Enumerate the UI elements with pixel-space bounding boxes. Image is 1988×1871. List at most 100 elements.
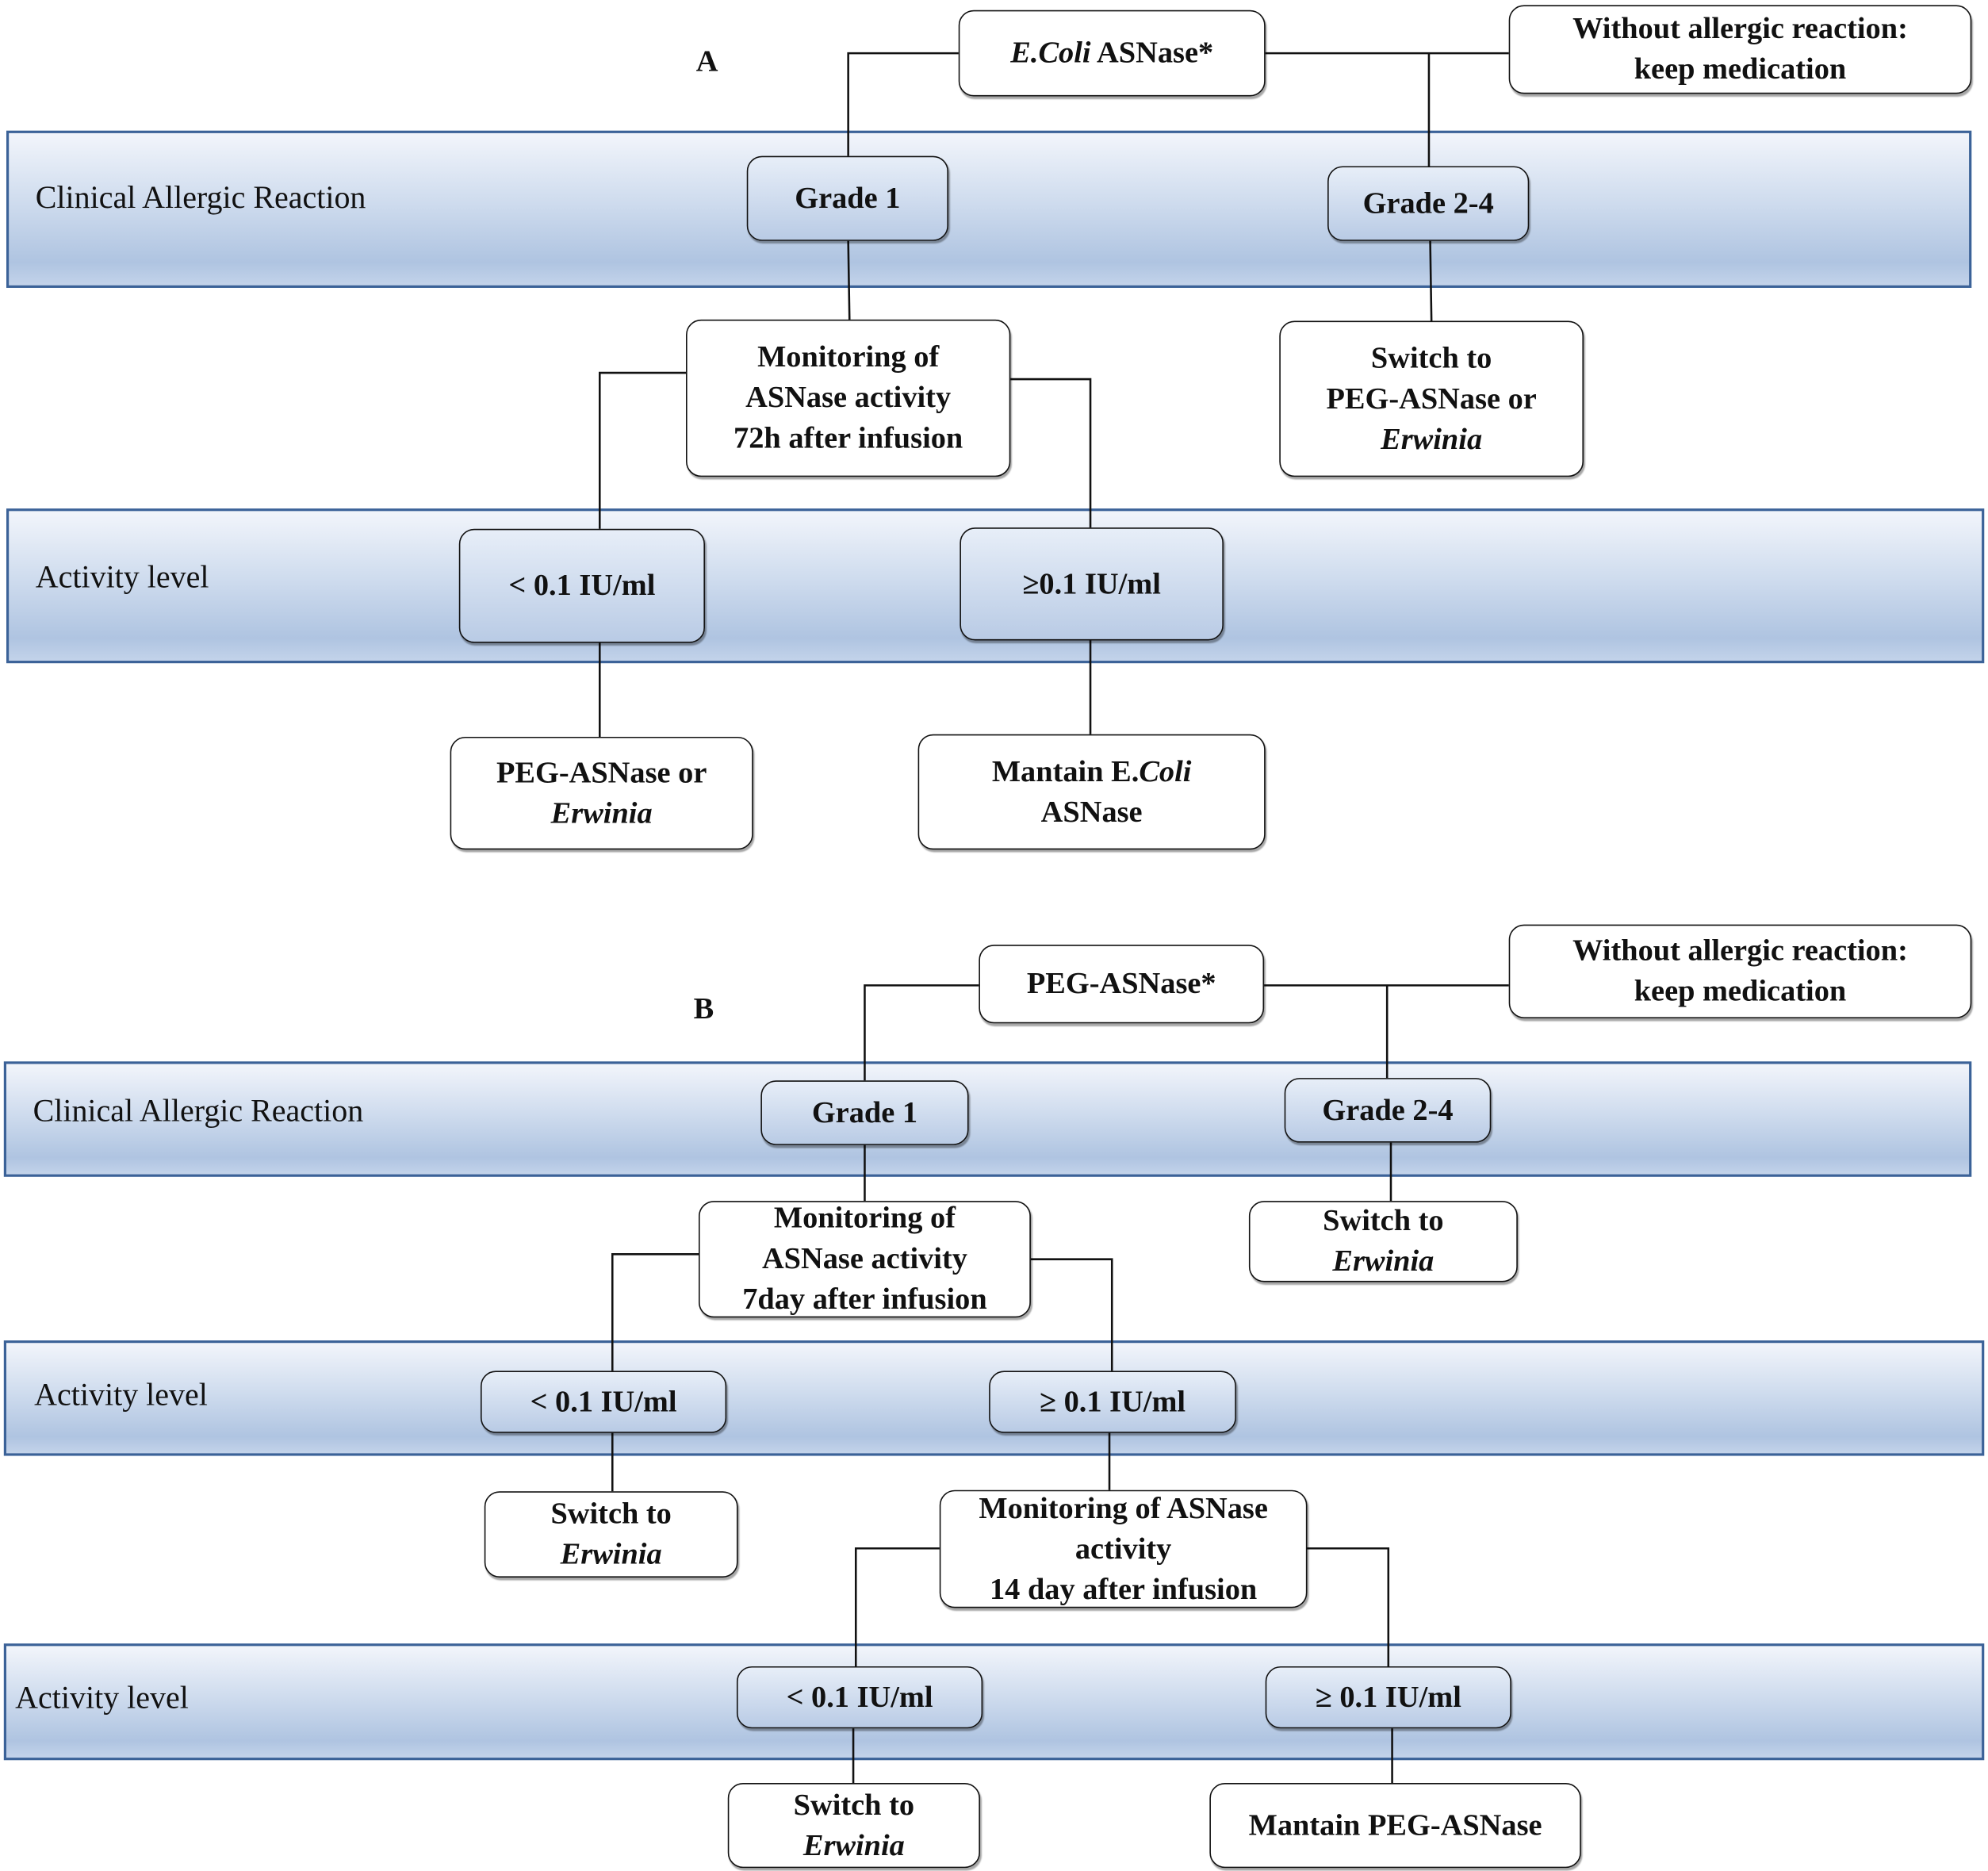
node-text-line: < 0.1 IU/ml <box>508 566 655 606</box>
node-text-line: Switch to <box>1323 1201 1443 1241</box>
node-text-line: ≥ 0.1 IU/ml <box>1316 1677 1461 1718</box>
node-text: Switch to <box>793 1789 915 1822</box>
node-text: Erwinia <box>560 1538 662 1572</box>
node-text-line: ASNase <box>1041 792 1143 833</box>
node-text: 7day after infusion <box>742 1283 987 1317</box>
monitoring-7day-node: Monitoring of ASNase activity 7day after i… <box>698 1198 1031 1320</box>
node-text-line: ≥ 0.1 IU/ml <box>1040 1382 1186 1422</box>
node-text: Without allergic reaction: <box>1572 934 1908 968</box>
node-text-line: < 0.1 IU/ml <box>787 1677 933 1718</box>
node-text: Monitoring of <box>757 341 940 374</box>
node-text: PEG-ASNase or <box>1326 382 1537 416</box>
node-text-line: 72h after infusion <box>734 419 963 459</box>
node-text-line: Monitoring of ASNase <box>979 1488 1268 1528</box>
node-text-line: Without allergic reaction: <box>1572 9 1908 49</box>
connector <box>1030 1258 1113 1371</box>
node-text: Switch to <box>1370 341 1492 375</box>
node-text: ≥ 0.1 IU/ml <box>1039 1385 1186 1419</box>
node-text: Grade 1 <box>811 1096 918 1129</box>
activity-low-node: < 0.1 IU/ml <box>458 528 705 643</box>
node-text-line: < 0.1 IU/ml <box>531 1382 677 1422</box>
node-text: Grade 1 <box>795 182 901 216</box>
node-text-line: keep medication <box>1634 972 1847 1012</box>
node-text-line: E.Coli ASNase* <box>1010 33 1213 74</box>
band-b-activity-2 <box>3 1643 1985 1761</box>
band-b-clinical <box>3 1061 1972 1177</box>
connector <box>1307 1547 1390 1666</box>
activity-high-node: ≥ 0.1 IU/ml <box>989 1371 1236 1433</box>
node-text-line: ≥0.1 IU/ml <box>1022 564 1161 604</box>
node-text: < 0.1 IU/ml <box>508 569 656 603</box>
node-text: Grade 2-4 <box>1362 186 1494 220</box>
switch-erwinia-node: Switch to Erwinia <box>484 1491 738 1578</box>
node-text-line: Grade 1 <box>795 178 900 219</box>
node-text: Mantain E. <box>991 755 1140 788</box>
node-text: < 0.1 IU/ml <box>530 1385 677 1419</box>
node-text: Erwinia <box>1381 423 1483 456</box>
grade-2-4-node: Grade 2-4 <box>1284 1078 1492 1143</box>
node-text-line: PEG-ASNase or <box>1326 378 1536 419</box>
node-text-line: Erwinia <box>551 793 653 834</box>
switch-erwinia-node: Switch to Erwinia <box>727 1783 980 1869</box>
node-text: E.Coli <box>1010 36 1091 70</box>
no-reaction-node: Without allergic reaction: keep medicatio… <box>1508 5 1972 94</box>
node-text: keep medication <box>1634 53 1847 86</box>
band-label: Activity level <box>35 560 209 595</box>
node-text-line: Erwinia <box>561 1535 662 1575</box>
node-text: ASNase activity <box>745 381 952 415</box>
node-text-line: keep medication <box>1634 49 1847 90</box>
start-node-ecoli-asnase: E.Coli ASNase* <box>958 10 1266 97</box>
node-text-line: ASNase activity <box>762 1239 967 1279</box>
no-reaction-node: Without allergic reaction: keep medicatio… <box>1508 924 1972 1018</box>
node-text-line: Monitoring of <box>757 337 939 378</box>
node-text-line: Erwinia <box>803 1826 905 1866</box>
grade-1-node: Grade 1 <box>760 1080 969 1145</box>
node-text-line: 14 day after infusion <box>990 1570 1257 1610</box>
node-text: Without allergic reaction: <box>1572 12 1908 46</box>
activity-high-node: ≥ 0.1 IU/ml <box>1265 1666 1511 1729</box>
node-text: 72h after infusion <box>734 422 963 456</box>
node-text: Erwinia <box>1332 1245 1435 1279</box>
grade-2-4-node: Grade 2-4 <box>1327 166 1530 241</box>
node-text-line: Monitoring of <box>774 1198 956 1239</box>
node-text: Switch to <box>550 1497 672 1531</box>
node-text: Grade 2-4 <box>1322 1094 1454 1127</box>
node-text-line: Grade 2-4 <box>1322 1090 1453 1130</box>
node-text: Erwinia <box>550 796 653 830</box>
node-text: Monitoring of <box>773 1202 956 1236</box>
monitoring-72h-node: Monitoring of ASNase activity 72h after in… <box>686 319 1011 477</box>
band-label: Clinical Allergic Reaction <box>33 1094 364 1129</box>
node-text-line: ASNase activity <box>745 378 951 418</box>
node-text-line: 7day after infusion <box>742 1279 986 1320</box>
node-text-line: Mantain PEG-ASNase <box>1249 1805 1542 1846</box>
connector <box>1429 240 1433 321</box>
node-text-line: Erwinia <box>1332 1241 1434 1282</box>
node-text: < 0.1 IU/ml <box>786 1681 933 1714</box>
connector <box>599 371 687 529</box>
node-text: Switch to <box>1323 1204 1444 1238</box>
band-label: Clinical Allergic Reaction <box>35 181 366 216</box>
node-text-line: PEG-ASNase* <box>1027 964 1216 1004</box>
activity-low-node: < 0.1 IU/ml <box>480 1371 727 1433</box>
node-text: ASNase* <box>1090 36 1214 70</box>
switch-erwinia-node: Switch to Erwinia <box>1248 1201 1518 1282</box>
band-label: Activity level <box>34 1378 208 1413</box>
node-text: Monitoring of ASNase <box>979 1492 1268 1525</box>
node-text-line: PEG-ASNase or <box>496 753 707 793</box>
node-text-line: Switch to <box>550 1494 671 1535</box>
switch-peg-erwinia-node: Switch to PEG-ASNase or Erwinia <box>1279 320 1584 477</box>
grade-1-node: Grade 1 <box>746 155 948 241</box>
node-text-line: Erwinia <box>1381 419 1482 459</box>
connector <box>854 1547 940 1666</box>
node-text: ASNase activity <box>761 1242 967 1276</box>
node-text: Mantain PEG-ASNase <box>1248 1808 1542 1842</box>
start-node-peg-asnase: PEG-ASNase* <box>979 945 1265 1024</box>
node-text: ≥ 0.1 IU/ml <box>1315 1681 1461 1714</box>
connector <box>611 1253 699 1371</box>
node-text-line: Switch to <box>1371 338 1492 378</box>
node-text: PEG-ASNase* <box>1026 967 1216 1001</box>
band-a-clinical <box>6 130 1972 288</box>
